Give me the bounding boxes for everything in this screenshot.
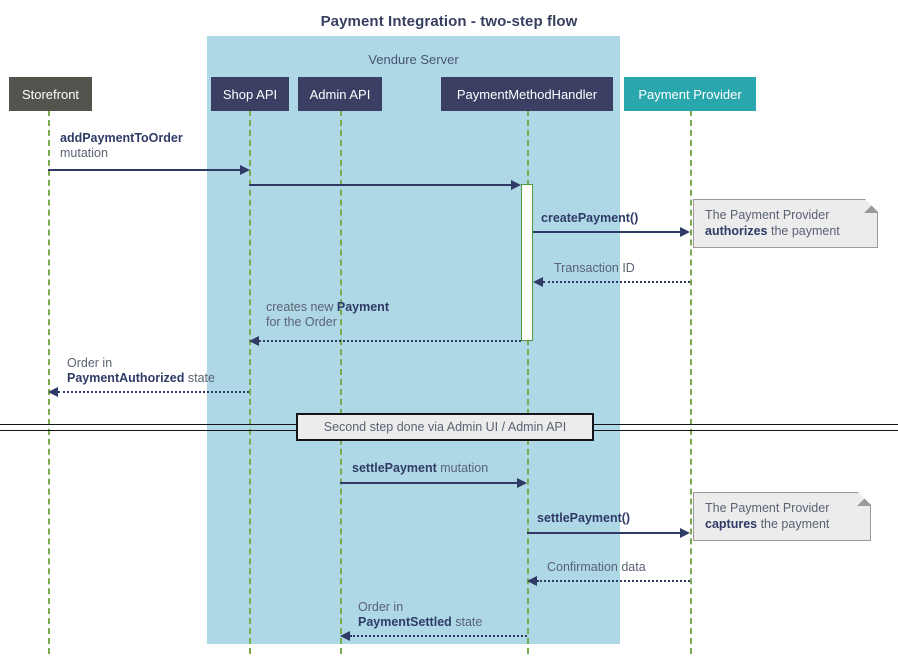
message-label-line1: Order in (67, 356, 113, 370)
message-label-rest: mutation (436, 461, 489, 475)
message-label-payment-settled: Order in PaymentSettled state (358, 600, 482, 630)
message-label-transaction-id: Transaction ID (554, 261, 635, 276)
message-label-bold: PaymentAuthorized (67, 371, 185, 385)
message-label-line2: mutation (60, 146, 108, 160)
note-captures: The Payment Provider captures the paymen… (693, 492, 871, 541)
message-arrowhead-m2 (511, 180, 521, 190)
group-label: Vendure Server (368, 52, 459, 67)
participant-shop-api[interactable]: Shop API (211, 77, 289, 111)
message-line-m10 (350, 635, 527, 637)
message-arrowhead-m6 (48, 387, 58, 397)
message-label-line1: Order in (358, 600, 404, 614)
message-line-m6 (58, 391, 249, 393)
participant-label: Storefront (21, 86, 80, 102)
message-line-m4 (543, 281, 690, 283)
message-label-payment-authorized: Order in PaymentAuthorized state (67, 356, 215, 386)
message-label-add-payment-to-order: addPaymentToOrder mutation (60, 131, 183, 161)
message-label-text: Confirmation data (547, 560, 646, 574)
note-fold-icon (857, 493, 870, 506)
message-arrowhead-m4 (533, 277, 543, 287)
message-line-m5 (259, 340, 521, 342)
participant-label: Shop API (222, 86, 278, 102)
participant-payment-provider[interactable]: Payment Provider (624, 77, 756, 111)
lifeline-admin-api (340, 110, 342, 654)
message-line-m8 (527, 532, 680, 534)
divider-label: Second step done via Admin UI / Admin AP… (296, 413, 594, 441)
note-bold: captures (705, 517, 758, 531)
message-line-m7 (340, 482, 517, 484)
message-label-bold: settlePayment (352, 461, 437, 475)
message-label-create-payment: createPayment() (541, 211, 638, 226)
lifeline-payment-provider (690, 110, 692, 654)
message-label-creates-new-payment: creates new Payment for the Order (266, 300, 389, 330)
message-arrowhead-m3 (680, 227, 690, 237)
lifeline-payment-method-handler (527, 110, 529, 654)
message-label-bold: addPaymentToOrder (60, 131, 183, 145)
message-arrowhead-m8 (680, 528, 690, 538)
note-bold: authorizes (705, 224, 768, 238)
lifeline-storefront (48, 110, 50, 654)
lifeline-shop-api (249, 110, 251, 654)
message-label-settle-payment-mutation: settlePayment mutation (352, 461, 488, 476)
participant-payment-method-handler[interactable]: PaymentMethodHandler (441, 77, 613, 111)
participant-label: Payment Provider (638, 86, 742, 102)
message-arrowhead-m9 (527, 576, 537, 586)
message-label-bold: Payment (336, 300, 389, 314)
note-line1: The Payment Provider (705, 208, 830, 222)
message-label-bold: PaymentSettled (358, 615, 452, 629)
message-label-rest: state (451, 615, 483, 629)
message-label-bold: createPayment() (541, 211, 639, 225)
note-rest: the payment (767, 224, 840, 238)
message-arrowhead-m7 (517, 478, 527, 488)
participant-label: PaymentMethodHandler (456, 86, 598, 102)
note-authorizes: The Payment Provider authorizes the paym… (693, 199, 878, 248)
message-arrowhead-m5 (249, 336, 259, 346)
participant-storefront[interactable]: Storefront (9, 77, 92, 111)
message-arrowhead-m1 (240, 165, 250, 175)
participant-admin-api[interactable]: Admin API (298, 77, 382, 111)
message-label-bold: settlePayment() (537, 511, 631, 525)
message-line-m3 (533, 231, 680, 233)
message-label-settle-payment-call: settlePayment() (537, 511, 630, 526)
message-arrowhead-m10 (340, 631, 350, 641)
message-line-m1 (48, 169, 242, 171)
participant-label: Admin API (309, 86, 371, 102)
message-label-text: Transaction ID (554, 261, 635, 275)
activation-bar-payment-method-handler (521, 184, 533, 341)
note-fold-icon (864, 200, 877, 213)
message-label-line2: for the Order (266, 315, 337, 329)
message-label-rest: state (184, 371, 215, 385)
note-rest: the payment (757, 517, 830, 531)
message-line-m9 (537, 580, 690, 582)
message-label-confirmation-data: Confirmation data (547, 560, 646, 575)
divider-label-text: Second step done via Admin UI / Admin AP… (323, 420, 567, 434)
message-label-pre: creates new (266, 300, 337, 314)
diagram-title: Payment Integration - two-step flow (320, 13, 578, 30)
message-line-m2 (249, 184, 513, 186)
note-line1: The Payment Provider (705, 501, 830, 515)
